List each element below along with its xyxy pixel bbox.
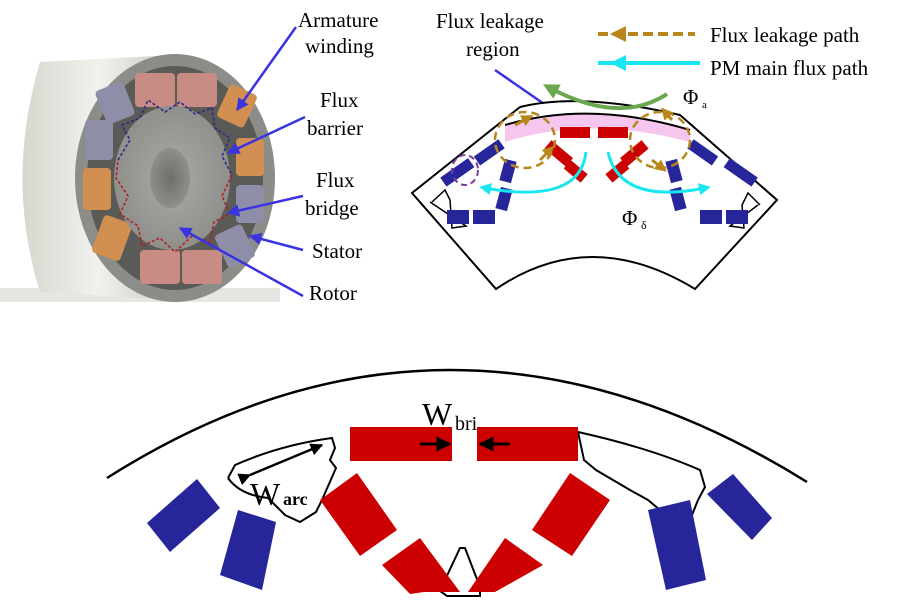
coil (92, 215, 132, 261)
arrow-flux-barrier (226, 115, 306, 155)
legend-main-label: PM main flux path (710, 56, 869, 80)
magnet-blue-inner-left (220, 510, 276, 590)
red-magnets-large (320, 427, 610, 594)
axial-flux-arrow (542, 84, 669, 111)
leakage-loop-left (493, 110, 557, 170)
magnet-red-v-left-lower (382, 538, 460, 594)
magnet-blue-inner-right (648, 500, 706, 590)
red-magnets-small (544, 127, 649, 183)
phi-a-symbol: Φ (683, 85, 698, 109)
legend-item-leakage: Flux leakage path (598, 23, 860, 47)
leakage-arrow (538, 145, 555, 162)
main-flux-path-right (606, 151, 711, 196)
magnet-blue (700, 210, 722, 224)
shaft-hole (150, 148, 190, 208)
magnet-blue-outer-right (707, 474, 772, 540)
label-arrows (178, 26, 306, 298)
magnet-blue (473, 139, 505, 166)
label-armature-winding-2: winding (305, 34, 374, 58)
coil (215, 224, 255, 268)
magnet-red (598, 127, 628, 138)
label-flux-bridge-2: bridge (305, 196, 359, 220)
magnet-blue (687, 139, 719, 166)
label-flux-barrier-2: barrier (307, 116, 363, 140)
coil (236, 185, 264, 223)
flux-path-diagram: Flux leakage region Flux leakage path PM… (410, 9, 869, 291)
magnet-blue (726, 210, 748, 224)
phi-delta-subscript: δ (641, 218, 647, 232)
arrow-rotor (178, 226, 304, 298)
legend-item-main: PM main flux path (598, 55, 869, 80)
leakage-arrow (514, 115, 534, 127)
flux-bridge-circle (451, 154, 479, 186)
w-bri-subscript: bri (455, 413, 478, 435)
magnet-red (563, 160, 588, 183)
phi-delta-symbol: Φ (622, 206, 637, 230)
stator-inner-arc (106, 368, 808, 484)
coil (140, 250, 180, 284)
label-armature-winding-1: Armature (298, 8, 378, 32)
main-flux-path-left (479, 151, 588, 195)
magnet-blue (495, 186, 513, 212)
magnet-blue (723, 158, 758, 187)
coil (95, 81, 135, 125)
magnet-blue (447, 210, 469, 224)
label-stator: Stator (312, 239, 362, 263)
rotor-detail: W bri W arc (106, 368, 808, 597)
coil (236, 138, 264, 176)
arrow-stator (248, 232, 304, 252)
flux-barrier-left (227, 436, 338, 524)
magnet-blue (440, 158, 475, 187)
w-arc-symbol: W (250, 476, 281, 512)
label-flux-leakage-region-2: region (466, 37, 520, 61)
arrow-armature-winding (235, 26, 298, 112)
magnet-red (620, 140, 649, 167)
w-arc-dimension (237, 443, 324, 486)
blue-magnets-small (440, 139, 758, 224)
magnet-red-v-right-lower (468, 538, 543, 592)
component-labels: Armature winding Flux barrier Flux bridg… (298, 8, 378, 305)
coil (135, 73, 175, 107)
coil (182, 250, 222, 284)
leakage-arrows (514, 107, 674, 172)
magnet-blue (473, 210, 495, 224)
magnet-red-v-left-upper (320, 473, 397, 556)
w-arc-subscript: arc (283, 489, 308, 509)
coil (177, 73, 217, 107)
legend-leakage-arrowhead (610, 26, 626, 42)
motor-render (0, 54, 280, 302)
magnet-red (560, 127, 590, 138)
coil (83, 168, 111, 210)
magnet-blue (665, 158, 683, 184)
rotor-sector-outline (410, 100, 779, 291)
magnet-red-v-right-upper (532, 473, 610, 556)
phi-a-subscript: a (702, 99, 707, 111)
label-flux-bridge-1: Flux (316, 168, 355, 192)
label-flux-barrier-1: Flux (320, 88, 359, 112)
legend-main-arrowhead (610, 55, 626, 71)
coil (85, 120, 113, 160)
magnet-blue-outer-left (147, 479, 220, 552)
leakage-arrow (661, 107, 674, 121)
leakage-arrow (651, 158, 667, 172)
w-bri-symbol: W (422, 396, 453, 432)
label-flux-leakage-region-1: Flux leakage (436, 9, 544, 33)
label-rotor: Rotor (309, 281, 357, 305)
legend: Flux leakage path PM main flux path (598, 23, 869, 80)
blue-magnets-large (147, 474, 772, 590)
arrow-flux-bridge (226, 194, 304, 217)
flux-barrier-right (577, 431, 707, 522)
leakage-region-highlight (505, 113, 690, 142)
legend-leakage-label: Flux leakage path (710, 23, 860, 47)
